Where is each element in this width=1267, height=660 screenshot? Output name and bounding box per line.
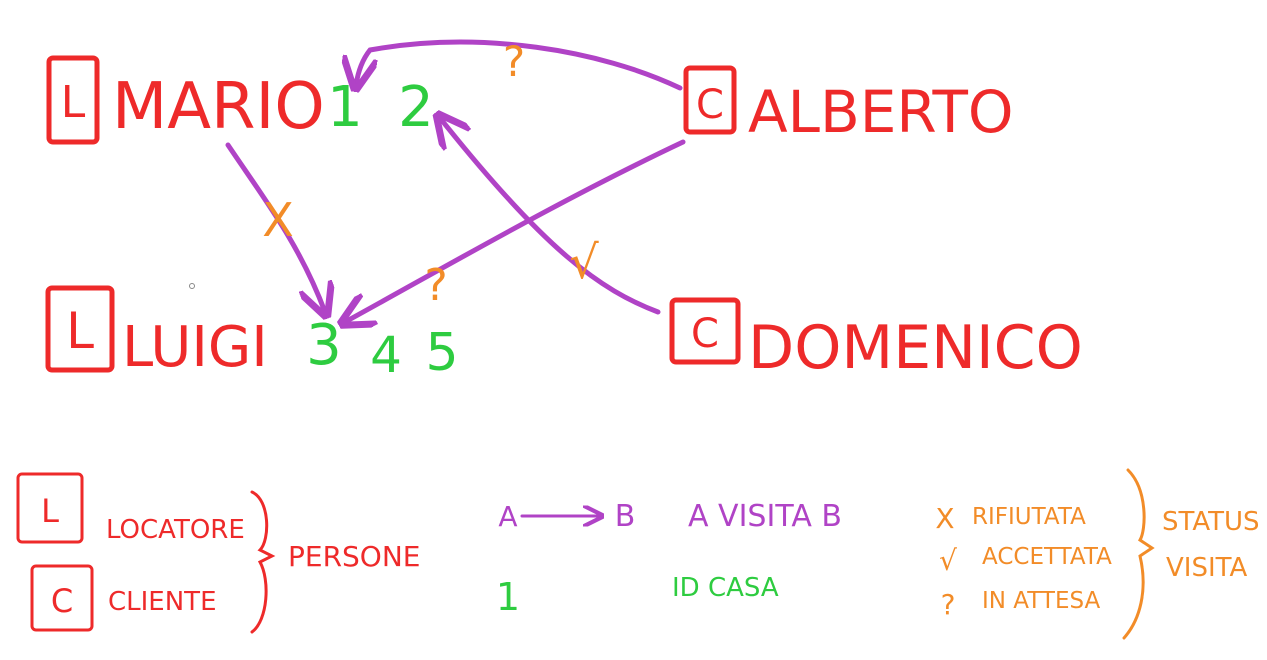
legend-status-group-line-1: STATUS (1162, 507, 1260, 537)
person-name: LUIGI (122, 315, 268, 380)
legend-role-letter-l: L (41, 492, 59, 530)
legend-status-group-line-2: VISITA (1166, 553, 1247, 583)
role-letter: C (696, 82, 724, 128)
person-mario: L MARIO (46, 55, 325, 145)
status-mark-rejected: X (262, 193, 294, 247)
person-luigi: L LUIGI (45, 285, 268, 380)
person-name: ALBERTO (748, 78, 1014, 146)
role-box-locatore (46, 55, 100, 145)
legend-house: 1 ID CASA (496, 573, 779, 619)
role-box-cliente (669, 297, 741, 365)
person-name: DOMENICO (748, 313, 1083, 383)
visit-arrow-alberto-to-house-3 (345, 139, 686, 322)
person-alberto: C ALBERTO (683, 65, 1014, 146)
house-id-2: 2 (398, 75, 434, 140)
visit-arrow-domenico-to-house-2 (440, 118, 661, 315)
legend-arrow-desc: A VISITA B (688, 499, 842, 534)
legend-roles-brace (250, 490, 276, 634)
legend-status-label-pending: IN ATTESA (982, 588, 1101, 614)
legend-house-desc: ID CASA (672, 573, 779, 603)
house-id-3: 3 (306, 313, 342, 378)
legend-status-brace (1122, 468, 1155, 640)
legend-status-symbol-accepted: √ (939, 544, 957, 577)
status-mark-accepted: √ (569, 235, 599, 289)
legend-status-label-rejected: RIFIUTATA (972, 504, 1086, 530)
legend-roles: L LOCATORE C CLIENTE PERSONE (16, 472, 420, 634)
role-letter: L (61, 77, 86, 128)
visit-arrow-alberto-to-house-1 (356, 39, 683, 88)
legend-role-label-cliente: CLIENTE (108, 587, 217, 617)
house-id-1: 1 (327, 75, 363, 140)
role-box-cliente (683, 65, 737, 135)
house-id-5: 5 (425, 323, 458, 383)
legend-status-label-accepted: ACCETTATA (982, 544, 1112, 570)
legend-role-letter-c: C (51, 582, 73, 620)
status-mark-pending-2: ? (424, 260, 447, 311)
legend-status-symbol-rejected: X (935, 502, 954, 535)
legend-arrow-from: A (498, 500, 517, 533)
legend-status-symbol-pending: ? (941, 588, 956, 621)
role-box-locatore (45, 285, 115, 373)
legend-arrow: A B A VISITA B (498, 499, 842, 534)
stray-dot (189, 283, 195, 289)
legend-status: X RIFIUTATA √ ACCETTATA ? IN ATTESA STAT… (935, 468, 1260, 640)
visit-arrow-mario-to-house-3 (225, 142, 325, 312)
house-id-4: 4 (370, 326, 402, 384)
legend-role-label-locatore: LOCATORE (106, 515, 245, 545)
legend-role-box-l (16, 472, 84, 544)
legend-role-box-c (30, 564, 94, 632)
legend-arrow-to: B (615, 499, 636, 534)
person-domenico: C DOMENICO (669, 297, 1083, 383)
role-letter: L (66, 302, 94, 360)
role-letter: C (691, 311, 719, 357)
legend-house-example: 1 (496, 575, 520, 619)
person-name: MARIO (112, 70, 325, 144)
status-mark-pending-1: ? (503, 37, 525, 86)
legend-roles-group: PERSONE (288, 540, 420, 573)
